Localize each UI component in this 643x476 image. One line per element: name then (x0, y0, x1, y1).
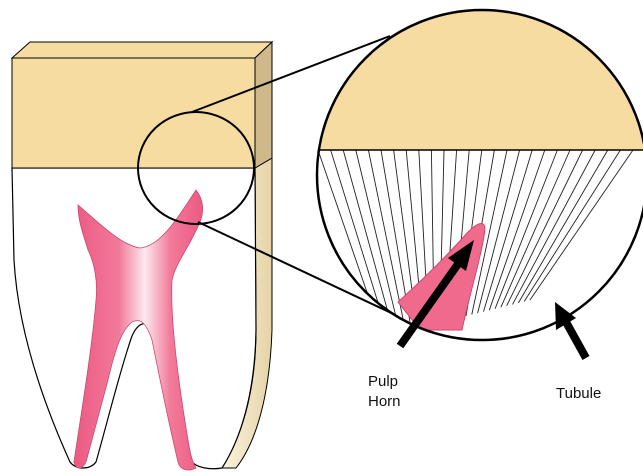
tubule-label: Tubule (556, 384, 601, 404)
enamel-top-face (12, 42, 272, 58)
pulp-horn-label-line1: Pulp (368, 372, 428, 392)
enamel-front-face (12, 58, 255, 168)
enamel-side-face (255, 42, 272, 168)
pulp-horn-label: Pulp Horn (368, 372, 428, 412)
magnified-enamel (310, 0, 643, 150)
pulp-horn-label-line2: Horn (368, 392, 428, 412)
